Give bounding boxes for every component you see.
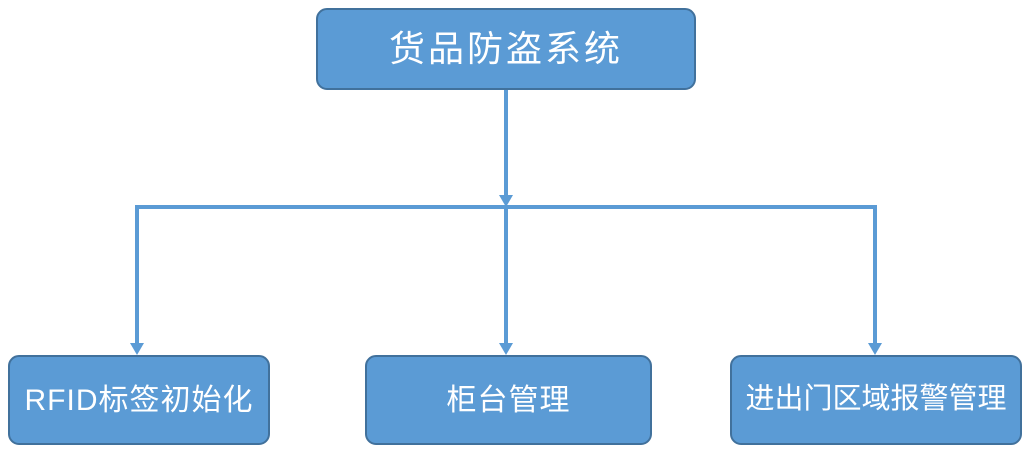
child-node-label: 柜台管理 bbox=[446, 383, 571, 417]
arrowhead-child-left-icon bbox=[130, 343, 144, 355]
arrowhead-child-middle-icon bbox=[499, 343, 513, 355]
root-node-anti-theft-system: 货品防盗系统 bbox=[316, 8, 696, 90]
child-node-label: 进出门区域报警管理 bbox=[745, 383, 1007, 416]
child-node-rfid-tag-init: RFID标签初始化 bbox=[8, 355, 270, 445]
arrowhead-child-right-icon bbox=[868, 343, 882, 355]
root-node-label: 货品防盗系统 bbox=[388, 28, 623, 70]
child-node-counter-management: 柜台管理 bbox=[365, 355, 652, 445]
child-node-label: RFID标签初始化 bbox=[24, 383, 254, 417]
child-node-entry-exit-alarm-management: 进出门区域报警管理 bbox=[730, 355, 1022, 445]
arrowhead-root-stem-icon bbox=[499, 195, 513, 207]
